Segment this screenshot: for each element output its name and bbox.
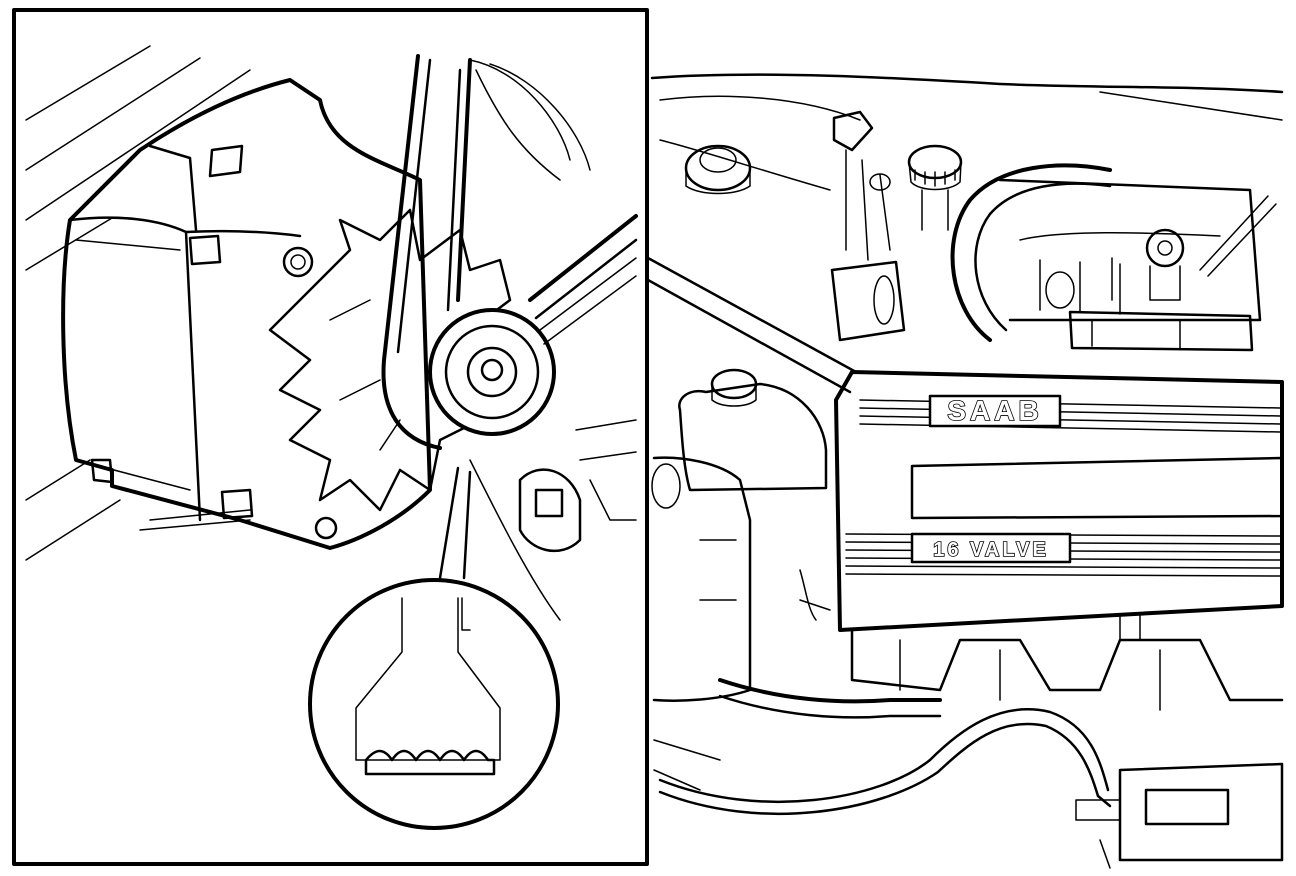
- battery-bracket: [1075, 762, 1284, 869]
- callout-line-lower: [646, 278, 852, 394]
- magnifier-leader: [438, 466, 460, 580]
- alternator-housing: [61, 78, 432, 550]
- ribbed-belt-section: [364, 749, 496, 776]
- engine-bay-view: [650, 73, 1284, 869]
- throttle-body: [1111, 195, 1277, 301]
- intake-manifold: [998, 178, 1262, 352]
- fender-edge: [650, 73, 1284, 94]
- sensor-wire: [658, 708, 1110, 804]
- engine-block: [850, 628, 1284, 702]
- lower-hose: [718, 678, 942, 704]
- coolant-reservoir: [678, 368, 828, 492]
- alternator-pulley: [428, 308, 556, 436]
- drive-belt: [381, 54, 638, 450]
- callout-line-upper: [646, 256, 858, 374]
- cam-cover-logo: SAAB: [947, 395, 1042, 426]
- belt-profile-magnifier: [308, 578, 560, 830]
- fender-inner: [659, 95, 861, 191]
- coil-bracket: [830, 110, 906, 342]
- intake-hose: [950, 163, 1112, 342]
- oil-filler-cap: [907, 144, 963, 231]
- cam-cover: [834, 370, 1284, 632]
- cam-cover-label: 16 VALVE: [933, 539, 1049, 561]
- washer-reservoir: [651, 456, 752, 702]
- strut-mount: [684, 144, 752, 195]
- alternator-inset: [12, 8, 649, 866]
